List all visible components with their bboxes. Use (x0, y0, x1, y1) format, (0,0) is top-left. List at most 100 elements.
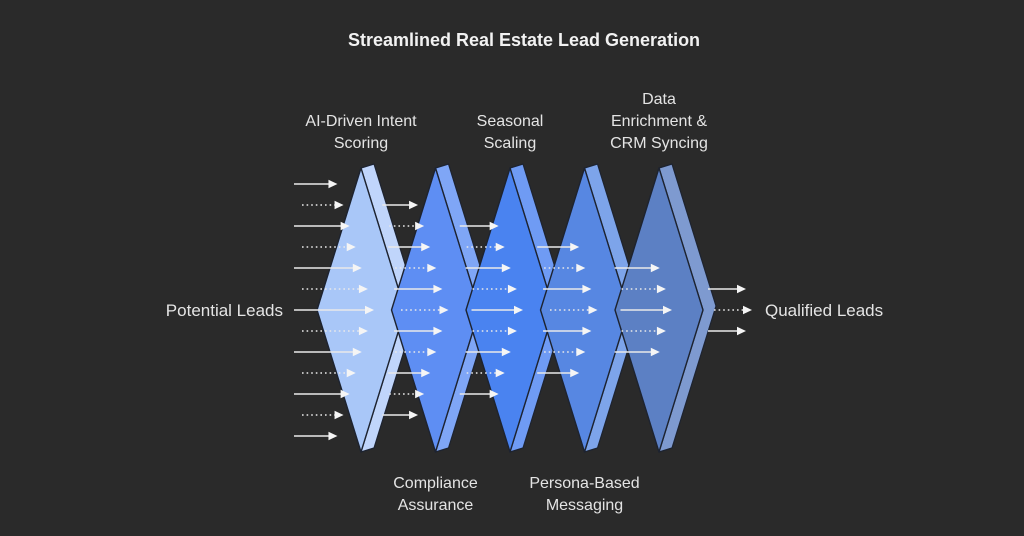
arrow-head (588, 305, 598, 315)
arrow-head (656, 284, 666, 294)
flow-arrow (543, 284, 592, 294)
arrow-head (576, 263, 586, 273)
arrow-head (409, 200, 419, 210)
flow-arrow (550, 305, 598, 315)
flow-arrow (389, 221, 425, 231)
arrow-head (427, 347, 437, 357)
arrow-head (421, 242, 431, 252)
flow-arrow (294, 305, 374, 315)
flow-arrow (459, 389, 499, 399)
arrow-head (737, 326, 746, 336)
input-label: Potential Leads (166, 301, 283, 320)
arrow-head (439, 305, 449, 315)
arrow-head (415, 389, 425, 399)
arrow-head (328, 431, 338, 441)
flow-arrow (395, 347, 437, 357)
arrow-head (340, 221, 350, 231)
flow-arrow (395, 263, 437, 273)
flow-arrow (294, 389, 350, 399)
arrow-head (340, 389, 350, 399)
flow-arrow (389, 389, 425, 399)
flow-arrow (614, 263, 660, 273)
flow-arrow (708, 284, 746, 294)
flow-arrow (471, 305, 523, 315)
arrow-head (346, 368, 356, 378)
arrow-head (514, 305, 523, 315)
flow-arrow (388, 242, 431, 252)
flow-arrow (302, 242, 356, 252)
arrow-head (743, 305, 752, 315)
arrow-head (663, 305, 672, 315)
arrow-head (334, 200, 344, 210)
flow-arrow (544, 263, 586, 273)
flow-arrow (466, 242, 505, 252)
flow-arrow (294, 263, 362, 273)
flow-arrow (620, 305, 672, 315)
flow-arrow (459, 221, 499, 231)
flow-arrow (708, 326, 746, 336)
flow-arrow (394, 284, 443, 294)
flow-arrow (302, 368, 356, 378)
arrow-head (409, 410, 419, 420)
arrow-head (495, 242, 505, 252)
flow-arrow (714, 305, 752, 315)
arrow-head (433, 284, 443, 294)
arrow-head (421, 368, 431, 378)
arrow-head (427, 263, 437, 273)
arrow-head (489, 221, 499, 231)
arrow-column-1 (382, 200, 449, 420)
flow-arrow (302, 410, 344, 420)
arrow-head (358, 326, 368, 336)
arrow-head (334, 410, 344, 420)
output-label: Qualified Leads (765, 301, 883, 320)
flow-arrow (294, 347, 362, 357)
flow-arrow (544, 347, 586, 357)
arrow-head (433, 326, 443, 336)
arrow-column-4 (614, 263, 672, 357)
flow-arrow (614, 347, 660, 357)
arrow-column-0 (294, 179, 374, 441)
arrow-head (415, 221, 425, 231)
arrow-head (656, 326, 666, 336)
flow-arrow (472, 284, 517, 294)
flow-arrow (394, 326, 443, 336)
flow-arrow (294, 179, 338, 189)
flow-arrow (537, 368, 580, 378)
arrow-head (576, 347, 586, 357)
arrow-head (346, 242, 356, 252)
flow-arrow (294, 221, 350, 231)
arrow-head (501, 347, 511, 357)
flow-arrow (388, 368, 431, 378)
flow-arrow (537, 242, 580, 252)
flow-arrow (302, 200, 344, 210)
arrow-head (495, 368, 505, 378)
flow-arrow (302, 326, 368, 336)
flow-arrow (382, 410, 419, 420)
arrow-head (507, 326, 517, 336)
diagram-title: Streamlined Real Estate Lead Generation (348, 30, 700, 50)
flow-arrow (465, 347, 511, 357)
arrow-head (352, 263, 362, 273)
flow-arrow (472, 326, 517, 336)
flow-arrow (302, 284, 368, 294)
arrow-head (328, 179, 338, 189)
flow-arrow (543, 326, 592, 336)
arrow-head (358, 284, 368, 294)
arrow-head (570, 242, 580, 252)
arrow-head (365, 305, 374, 315)
arrow-head (650, 347, 660, 357)
arrow-head (650, 263, 660, 273)
flow-arrow (294, 431, 338, 441)
arrow-head (737, 284, 746, 294)
flow-arrow (621, 284, 666, 294)
arrow-head (507, 284, 517, 294)
arrow-column-3 (537, 242, 598, 378)
flow-arrow (621, 326, 666, 336)
flow-arrow (465, 263, 511, 273)
